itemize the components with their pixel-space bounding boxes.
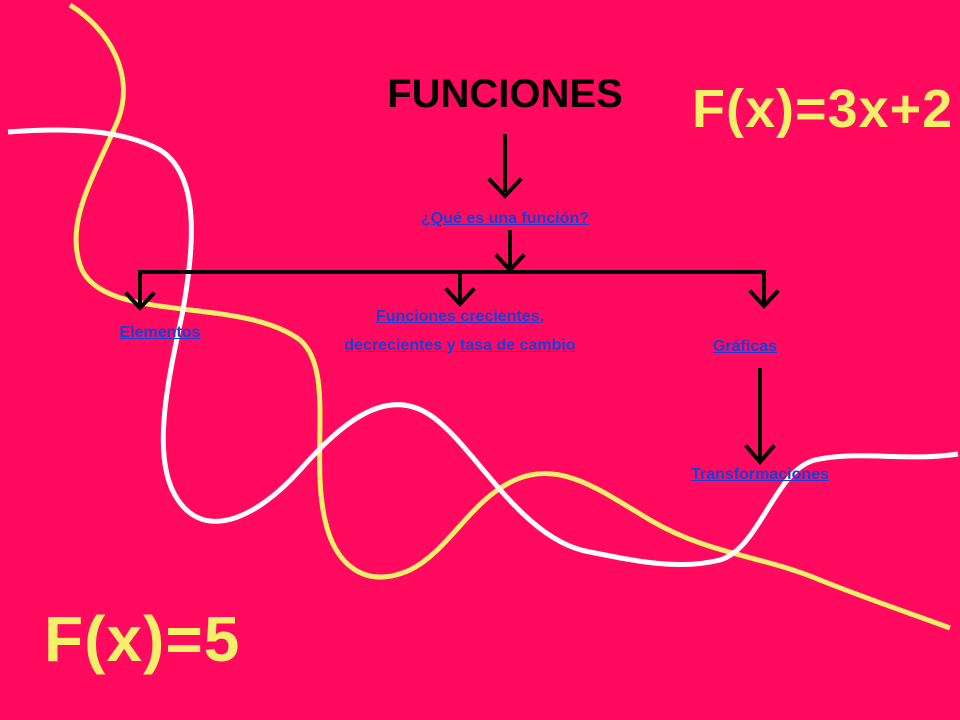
arrow-to-elementos [124,270,156,311]
arrow-graficas-to-transformaciones [744,368,776,466]
arrow-to-funciones [444,270,476,307]
link-transformaciones[interactable]: Transformaciones [691,466,829,483]
link-funciones-crecientes[interactable]: Funciones crecientes, decrecientes y tas… [344,308,576,354]
formula-bottom-left: F(x)=5 [44,603,241,675]
link-elementos[interactable]: Elementos [119,324,201,341]
white-curve [7,127,959,568]
arrow-title-to-question [487,134,523,199]
arrow-question-to-bar [494,230,526,273]
arrow-to-graficas [748,270,780,309]
page-title: FUNCIONES [387,72,623,116]
formula-top-right: F(x)=3x+2 [692,79,954,139]
yellow-curve [68,2,951,631]
link-que-es-una-funcion[interactable]: ¿Qué es una función? [420,210,589,227]
link-graficas[interactable]: Gráficas [712,338,778,355]
